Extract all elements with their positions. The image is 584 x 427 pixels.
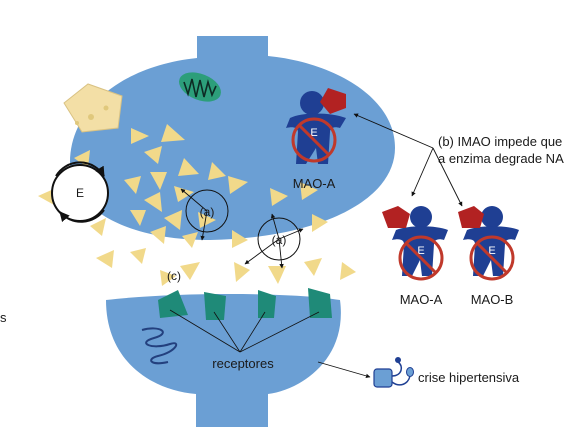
enzyme-letter-mao-b-outside: E <box>488 245 495 257</box>
blood-pressure-cuff-icon <box>373 357 414 388</box>
mao-a-inside-icon: E <box>286 88 346 164</box>
mao-b-outside-icon: E <box>458 206 519 281</box>
inhibitor-label-a2: (a) <box>272 233 287 247</box>
hypertensive-crisis-label: crise hipertensiva <box>418 370 520 385</box>
reuptake-transporter-cycle: E <box>51 161 109 223</box>
note-line-2: a enzima degrade NA <box>438 151 564 166</box>
inhibitor-label-a1: (a) <box>200 205 215 219</box>
mitochondrion-icon <box>179 72 221 102</box>
mao-a-outside-icon: E <box>382 206 448 281</box>
mao-a-inside-label: MAO-A <box>293 176 336 191</box>
receptor-pointer-lines <box>169 309 320 353</box>
note-line-1: (b) IMAO impede que <box>438 134 562 149</box>
neurotransmitter-molecules <box>38 124 356 286</box>
mao-b-outside-label: MAO-B <box>471 292 514 307</box>
enzyme-letter-inside: E <box>310 127 317 139</box>
panel-label-c: (c) <box>167 269 181 283</box>
edge-text-fragment: s <box>0 310 7 325</box>
enzyme-letter-mao-a-outside: E <box>417 245 424 257</box>
receptors-label: receptores <box>212 356 274 371</box>
transporter-label: E <box>76 186 84 200</box>
reuptake-inhibitor-mark-1: (a) <box>180 188 229 241</box>
mao-a-outside-label: MAO-A <box>400 292 443 307</box>
note-pointer-lines <box>353 113 463 207</box>
postsynaptic-receptors <box>158 288 332 320</box>
crisis-pointer-line <box>317 361 371 379</box>
cheese-icon <box>63 83 123 133</box>
presynaptic-neuron <box>70 36 395 240</box>
reuptake-inhibitor-mark-2: (a) <box>244 213 304 269</box>
postsynaptic-neuron <box>106 294 341 427</box>
intracellular-signal-icon <box>141 327 178 365</box>
